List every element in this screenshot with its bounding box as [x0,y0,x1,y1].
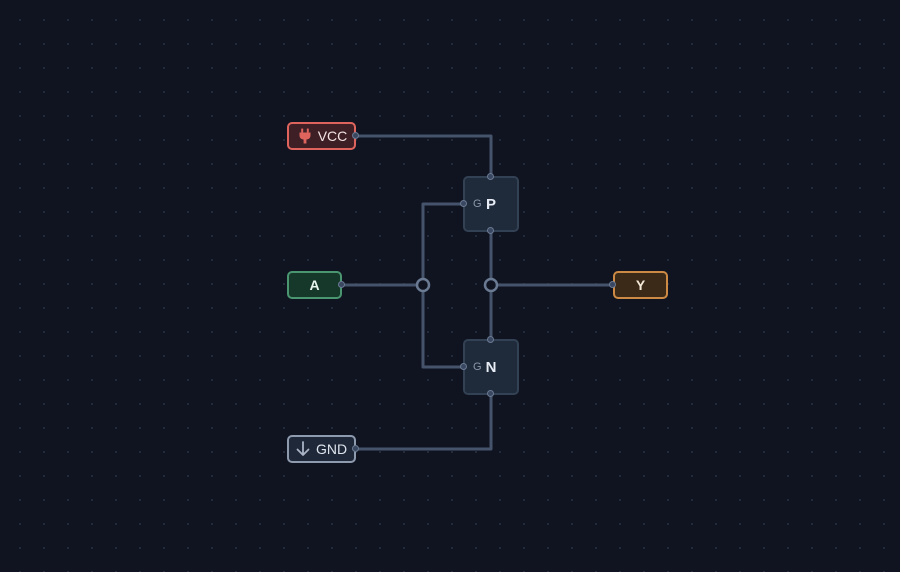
input-a-output-port[interactable] [338,281,345,288]
output-y-label: Y [635,277,646,293]
output-y-input-port[interactable] [609,281,616,288]
pmos-gate-port[interactable] [460,200,467,207]
power-plug-icon [298,128,312,144]
wire-n-source-to-gnd[interactable] [354,392,493,451]
wire-gate-junction-to-p-gate[interactable] [421,202,466,287]
pmos-source-port[interactable] [487,173,494,180]
nmos-type-label: N [485,358,497,376]
input-a-label: A [309,277,320,293]
pmos-type-label: P [485,195,496,213]
gnd-input-port[interactable] [352,445,359,452]
gnd-label: GND [315,441,348,457]
pmos-transistor[interactable]: G P [463,176,519,232]
nmos-source-port[interactable] [487,390,494,397]
vcc-label: VCC [317,128,348,144]
output-y-node[interactable]: Y [613,271,668,299]
vcc-output-port[interactable] [352,132,359,139]
input-a-node[interactable]: A [287,271,342,299]
nmos-gate-port[interactable] [460,363,467,370]
arrow-down-icon [296,441,310,457]
wire-vcc-to-p-source[interactable] [354,134,493,179]
gnd-node[interactable]: GND [287,435,356,463]
junction-output[interactable] [483,277,499,293]
nmos-drain-port[interactable] [487,336,494,343]
nmos-transistor[interactable]: G N [463,339,519,395]
pmos-drain-port[interactable] [487,227,494,234]
wire-gate-junction-to-n-gate[interactable] [421,283,466,369]
junction-input[interactable] [415,277,431,293]
nmos-gate-label: G [473,361,482,373]
pmos-gate-label: G [473,198,482,210]
vcc-node[interactable]: VCC [287,122,356,150]
